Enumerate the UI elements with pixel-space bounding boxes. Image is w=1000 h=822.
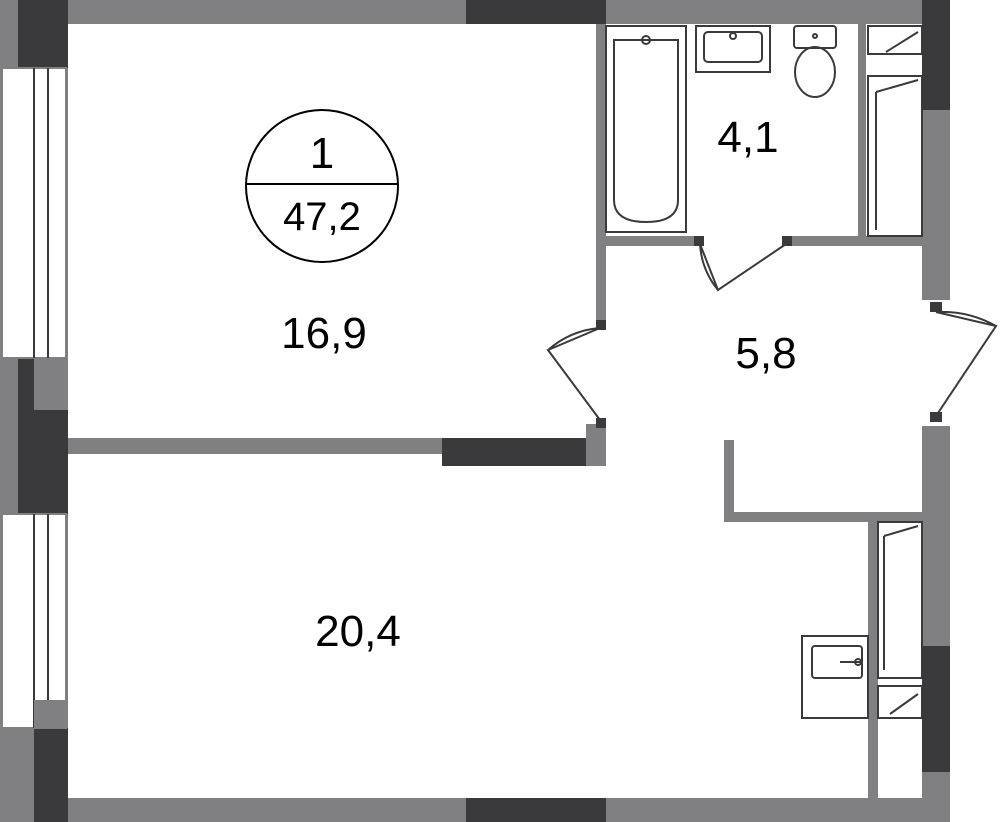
interior-walls bbox=[68, 24, 942, 798]
top-wall-accent-center bbox=[466, 0, 606, 24]
bedroom-right-wall bbox=[596, 236, 606, 328]
right-wall-upper-accent bbox=[922, 0, 950, 110]
sink-icon bbox=[695, 25, 771, 73]
room-area-bathroom: 4,1 bbox=[717, 113, 778, 162]
bathroom-left-wall bbox=[596, 24, 606, 236]
outer-walls bbox=[0, 0, 950, 822]
bathtub-icon bbox=[605, 25, 687, 233]
room-area-bedroom: 16,9 bbox=[281, 309, 367, 358]
wardrobe-top-icon bbox=[867, 25, 923, 237]
door-bedroom bbox=[546, 327, 601, 421]
bathroom-bottom-wall bbox=[596, 236, 698, 246]
hallway-closet-wall bbox=[724, 440, 734, 520]
windows bbox=[1, 67, 68, 729]
bottom-wall-accent bbox=[466, 798, 606, 822]
apartment-badge: 1 47,2 bbox=[245, 109, 399, 263]
left-wall-accent-bottom bbox=[34, 728, 68, 822]
doors bbox=[546, 243, 998, 421]
door-bathroom bbox=[699, 243, 787, 292]
kitchen-sink-icon bbox=[801, 635, 869, 719]
rooms-count: 1 bbox=[310, 129, 334, 178]
room-area-hallway: 5,8 bbox=[735, 329, 796, 378]
total-area: 47,2 bbox=[283, 195, 361, 239]
wardrobe-bottom-icon bbox=[877, 521, 923, 719]
bathroom-fixtures bbox=[605, 25, 837, 233]
left-wall-accent-top bbox=[18, 0, 68, 68]
room-area-living-kitchen: 20,4 bbox=[315, 607, 401, 656]
storage-fixtures bbox=[801, 25, 923, 719]
bathroom-right-wall bbox=[858, 24, 866, 236]
door-entrance bbox=[935, 310, 998, 417]
right-wall-lower-accent bbox=[922, 646, 950, 772]
partition-accent bbox=[442, 438, 586, 466]
toilet-icon bbox=[793, 25, 837, 98]
badge-circle bbox=[245, 109, 399, 263]
